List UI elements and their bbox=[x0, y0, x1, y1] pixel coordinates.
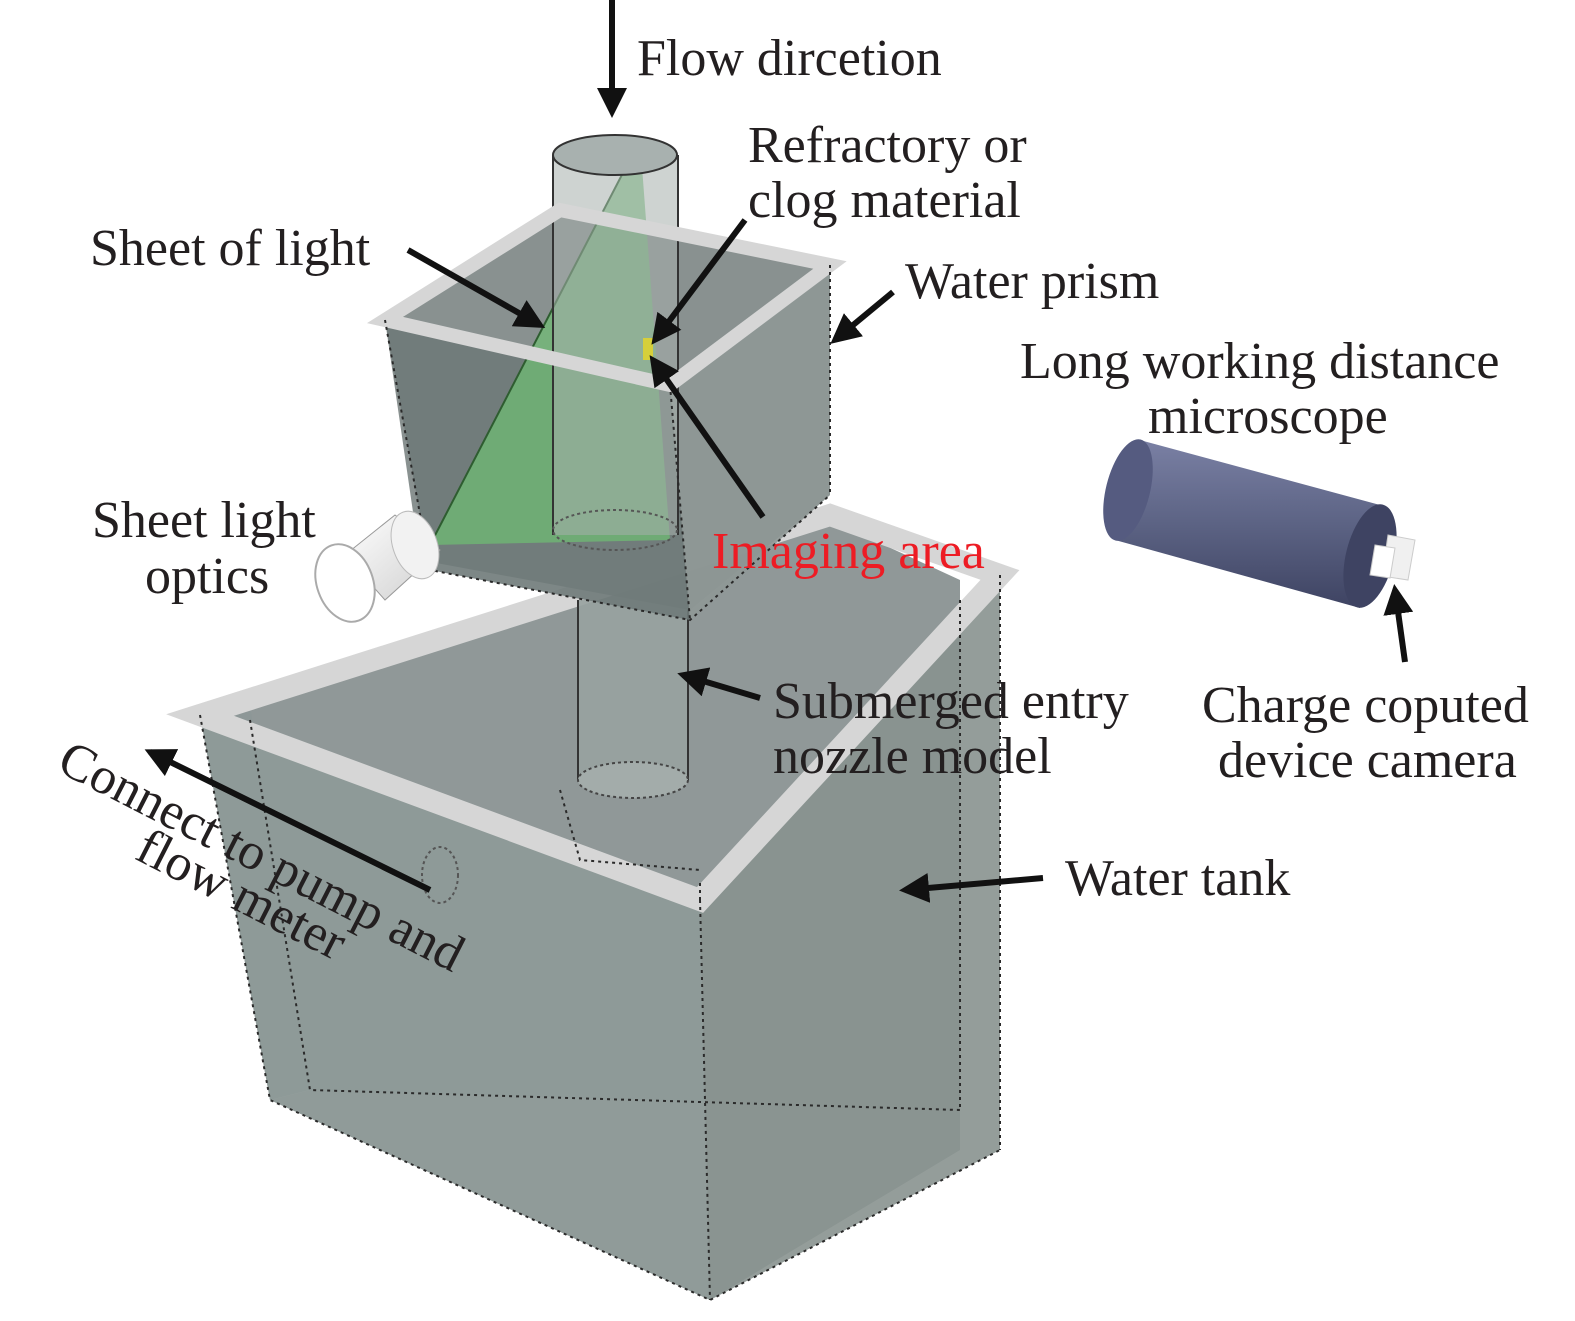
pointer-arrows bbox=[144, 0, 1414, 903]
label-water-prism: Water prism bbox=[905, 253, 1159, 310]
label-refractory-2: clog material bbox=[748, 172, 1021, 229]
microscope bbox=[1103, 439, 1397, 608]
sheet-of-light-arrow bbox=[406, 247, 546, 328]
label-nozzle-1: Submerged entry bbox=[773, 673, 1129, 730]
label-water-tank: Water tank bbox=[1065, 850, 1290, 907]
label-sheet-optics-2: optics bbox=[145, 548, 269, 605]
label-refractory-1: Refractory or bbox=[748, 117, 1027, 174]
water-tank-arrow bbox=[899, 872, 1044, 903]
ccd-camera bbox=[1369, 534, 1416, 581]
label-microscope-1: Long working distance bbox=[1020, 333, 1499, 390]
clog-arrow bbox=[651, 218, 748, 345]
sheet-light-optics bbox=[314, 510, 441, 623]
label-flow-direction: Flow dircetion bbox=[637, 30, 942, 87]
nozzle-arrow bbox=[677, 667, 761, 701]
clog-material bbox=[643, 338, 653, 360]
label-nozzle-2: nozzle model bbox=[773, 728, 1052, 785]
tank-right-wall bbox=[700, 575, 1000, 1300]
label-sheet-optics-1: Sheet light bbox=[92, 492, 316, 549]
label-imaging-area: Imaging area bbox=[712, 523, 985, 580]
water-tank bbox=[166, 503, 1020, 1302]
prism-right-face bbox=[670, 265, 830, 620]
label-microscope-2: microscope bbox=[1148, 388, 1388, 445]
pump-arrow bbox=[144, 749, 432, 893]
outlet-hole bbox=[421, 846, 459, 904]
ccd-arrow bbox=[1383, 584, 1414, 663]
water-prism bbox=[366, 134, 847, 622]
nozzle-lower bbox=[559, 600, 701, 871]
imaging-area-arrow bbox=[649, 355, 766, 519]
label-camera-1: Charge coputed bbox=[1202, 677, 1529, 734]
water-prism-arrow bbox=[830, 289, 895, 344]
label-camera-2: device camera bbox=[1218, 732, 1517, 789]
label-sheet-of-light: Sheet of light bbox=[90, 220, 371, 277]
